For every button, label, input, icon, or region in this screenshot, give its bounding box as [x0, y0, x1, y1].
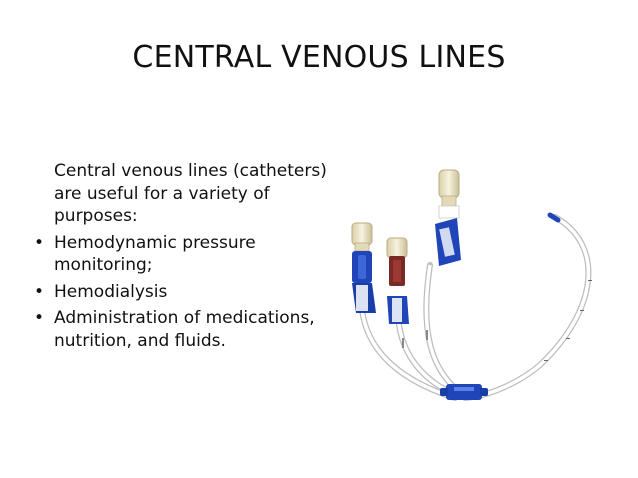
bullet-text: Hemodynamic pressure monitoring;: [54, 232, 256, 276]
bullet-text: Administration of medications, nutrition…: [54, 308, 315, 351]
bullet-list: • Hemodynamic pressure monitoring; • Hem…: [30, 232, 350, 353]
catheter-tip: [547, 212, 561, 223]
slide-body: Central venous lines (catheters) are use…: [30, 160, 350, 356]
bullet-item-hemodynamic: • Hemodynamic pressure monitoring;: [30, 232, 350, 277]
bullet-item-hemodialysis: • Hemodialysis: [30, 281, 350, 304]
lumen-right: [435, 169, 461, 266]
junction-hub: [440, 384, 488, 400]
tubing-markings: [402, 280, 592, 361]
slide-title: CENTRAL VENOUS LINES: [132, 40, 506, 75]
intro-text: Central venous lines (catheters) are use…: [54, 161, 327, 226]
lumen-middle: [386, 237, 409, 324]
bullet-marker: •: [33, 308, 45, 328]
catheter-main-tube: [462, 214, 592, 401]
lumen-left: [351, 222, 376, 313]
catheter-photo: [351, 169, 592, 401]
bullet-marker: •: [33, 232, 45, 253]
bullet-text: Hemodialysis: [54, 281, 168, 302]
bullet-marker: •: [33, 281, 45, 302]
bullet-item-administration: • Administration of medications, nutriti…: [30, 307, 350, 352]
